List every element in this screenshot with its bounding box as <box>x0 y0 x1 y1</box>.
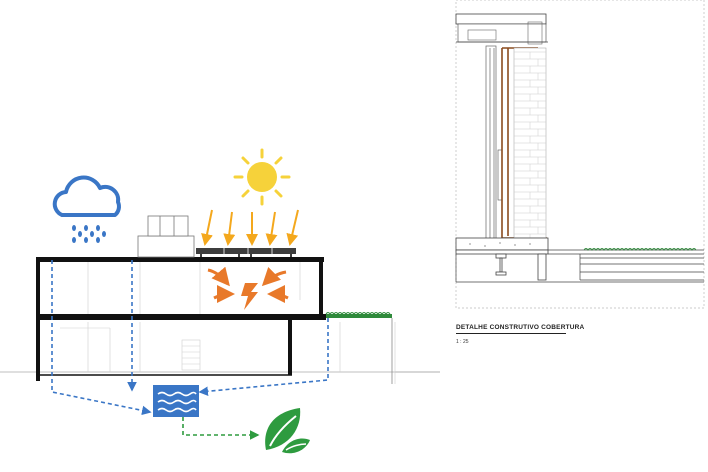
leaves-icon <box>265 408 310 454</box>
right-lower-wall <box>288 320 292 375</box>
roof-slab <box>36 257 324 262</box>
rain-cloud-icon <box>52 175 121 243</box>
floor-slab <box>36 314 326 320</box>
solar-panel-icon <box>196 248 296 257</box>
water-flow-lines <box>51 260 329 416</box>
detail-title-rule <box>456 333 566 334</box>
roof-construction-detail <box>455 0 705 309</box>
irrigation-line <box>182 417 260 440</box>
left-wall <box>36 257 40 381</box>
detail-scale: 1 : 25 <box>456 339 469 345</box>
sun-icon <box>233 148 291 206</box>
lightning-icon <box>241 283 258 310</box>
building-section <box>0 148 440 454</box>
right-upper-wall <box>319 257 323 315</box>
detail-frame <box>455 0 705 309</box>
rooftop-unit <box>137 215 195 258</box>
detail-title: DETALHE CONSTRUTIVO COBERTURA <box>456 324 585 331</box>
energy-arrows <box>207 266 289 304</box>
green-roof <box>326 314 392 318</box>
water-tank-icon <box>153 385 199 417</box>
